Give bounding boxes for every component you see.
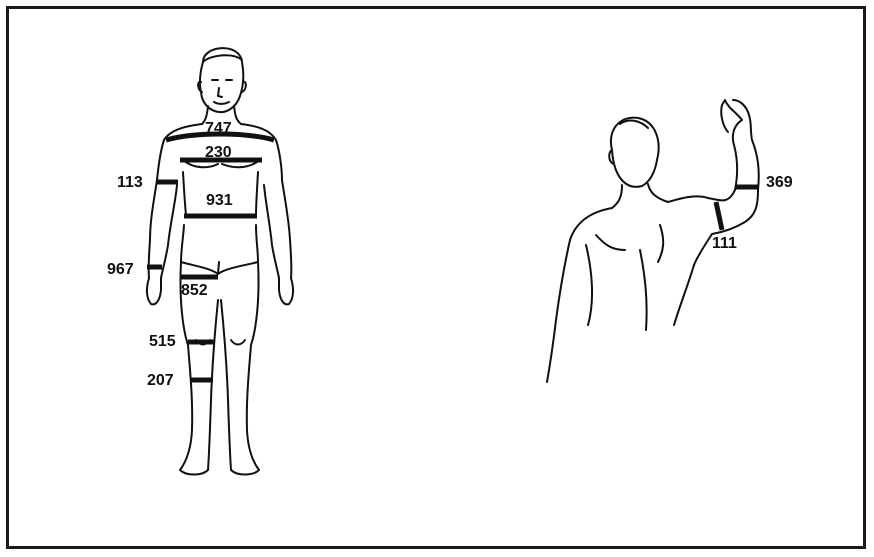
label-knee: 515	[149, 334, 176, 350]
label-thigh: 852	[181, 283, 208, 299]
label-upper-arm: 113	[117, 175, 143, 191]
label-wrist: 967	[107, 262, 134, 278]
label-chest: 230	[205, 145, 232, 161]
label-biceps: 111	[712, 236, 737, 252]
label-forearm: 369	[766, 175, 793, 191]
label-calf: 207	[147, 373, 174, 389]
label-shoulders: 747	[205, 121, 232, 137]
label-waist: 931	[206, 193, 233, 209]
